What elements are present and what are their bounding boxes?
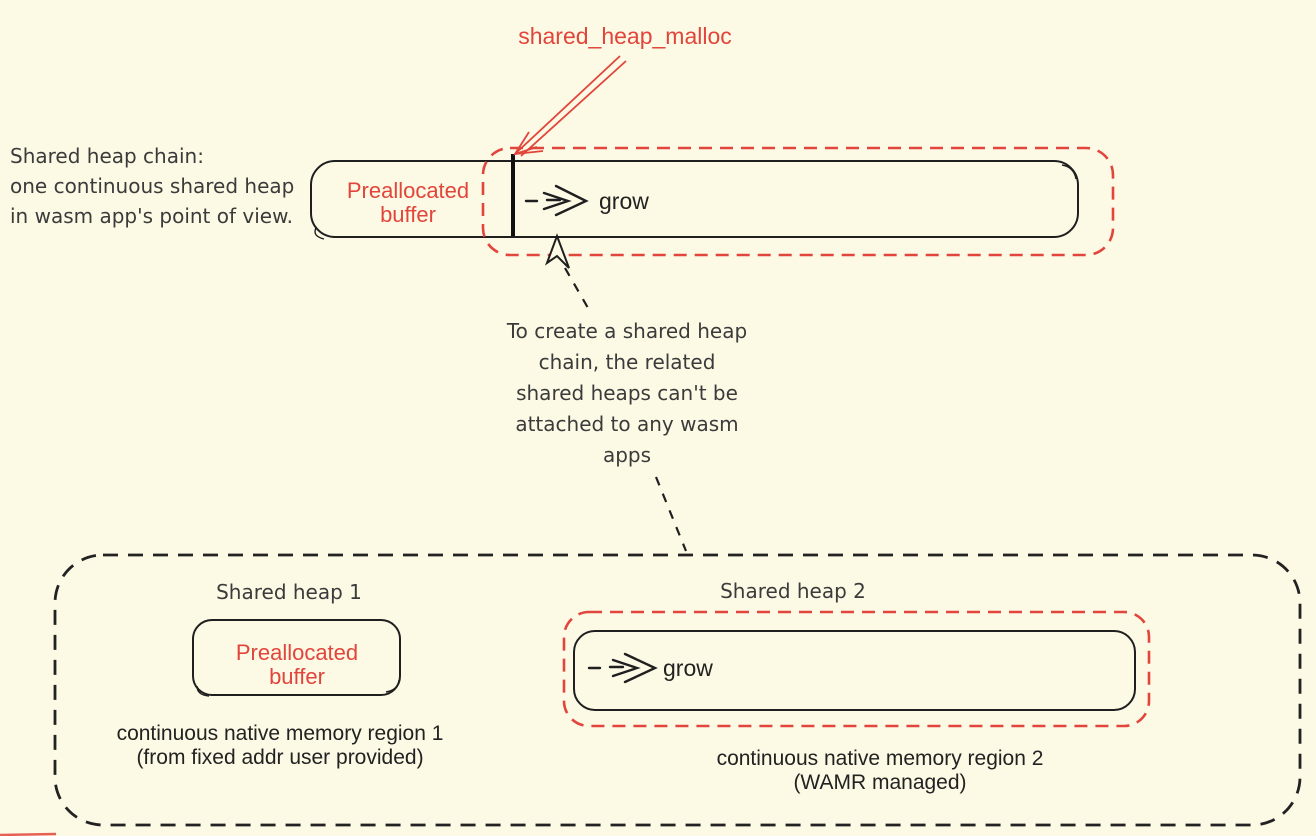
attach-pointer-icon [544,233,570,269]
preallocated-buffer-label-top: Preallocated buffer [346,178,470,227]
connector-dashed-lower [654,476,688,552]
grow-arrow-icon-heap2 [587,652,658,684]
sketch-stroke [196,679,400,697]
connector-dashed-upper [564,267,589,309]
sketch-stroke [1061,164,1077,180]
shared-heap1-box [192,619,401,696]
native-memory-group-dashed-box [53,553,1302,827]
memory-region2-caption: continuous native memory region 2 (WAMR … [716,747,1044,794]
chain-constraint-note: To create a shared heap chain, the relat… [506,319,748,467]
shared-heap2-box [573,630,1136,711]
malloc-function-label: shared_heap_malloc [518,23,732,49]
grow-arrow-icon [524,184,589,217]
malloc-arrow-icon [512,55,627,157]
grow-label-heap2: grow [663,655,713,681]
clipped-red-edge-line [0,832,57,836]
shared-heap2-title: Shared heap 2 [720,579,866,603]
grow-label-top: grow [599,188,649,214]
shared-heap-chain-box [310,160,1079,238]
sketch-stroke [314,227,325,240]
shared-heap1-title: Shared heap 1 [216,580,362,604]
shared-heap-chain-note: Shared heap chain: one continuous shared… [10,144,295,228]
memory-region1-caption: continuous native memory region 1 (from … [116,722,444,769]
preallocated-buffer-label-heap1: Preallocated buffer [235,640,359,689]
shared-heap2-dashed-box [562,610,1151,728]
growable-region-dashed-box [481,146,1115,257]
